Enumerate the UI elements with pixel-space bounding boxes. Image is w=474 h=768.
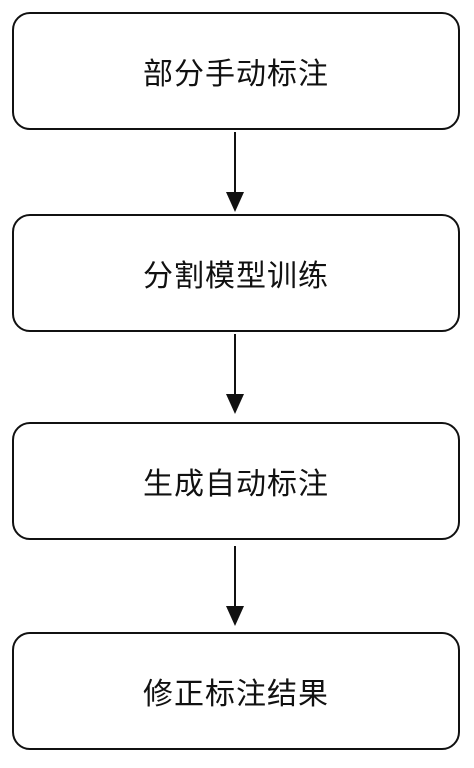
step-label-1: 部分手动标注 [143,57,329,92]
step-box-3: 生成自动标注 [12,422,460,540]
arrow-2 [226,334,244,414]
step-label-3: 生成自动标注 [143,467,329,502]
arrow-1 [226,132,244,212]
step-box-1: 部分手动标注 [12,12,460,130]
step-label-2: 分割模型训练 [143,259,329,294]
arrow-3 [226,546,244,626]
step-label-4: 修正标注结果 [143,677,329,712]
step-box-4: 修正标注结果 [12,632,460,750]
step-box-2: 分割模型训练 [12,214,460,332]
